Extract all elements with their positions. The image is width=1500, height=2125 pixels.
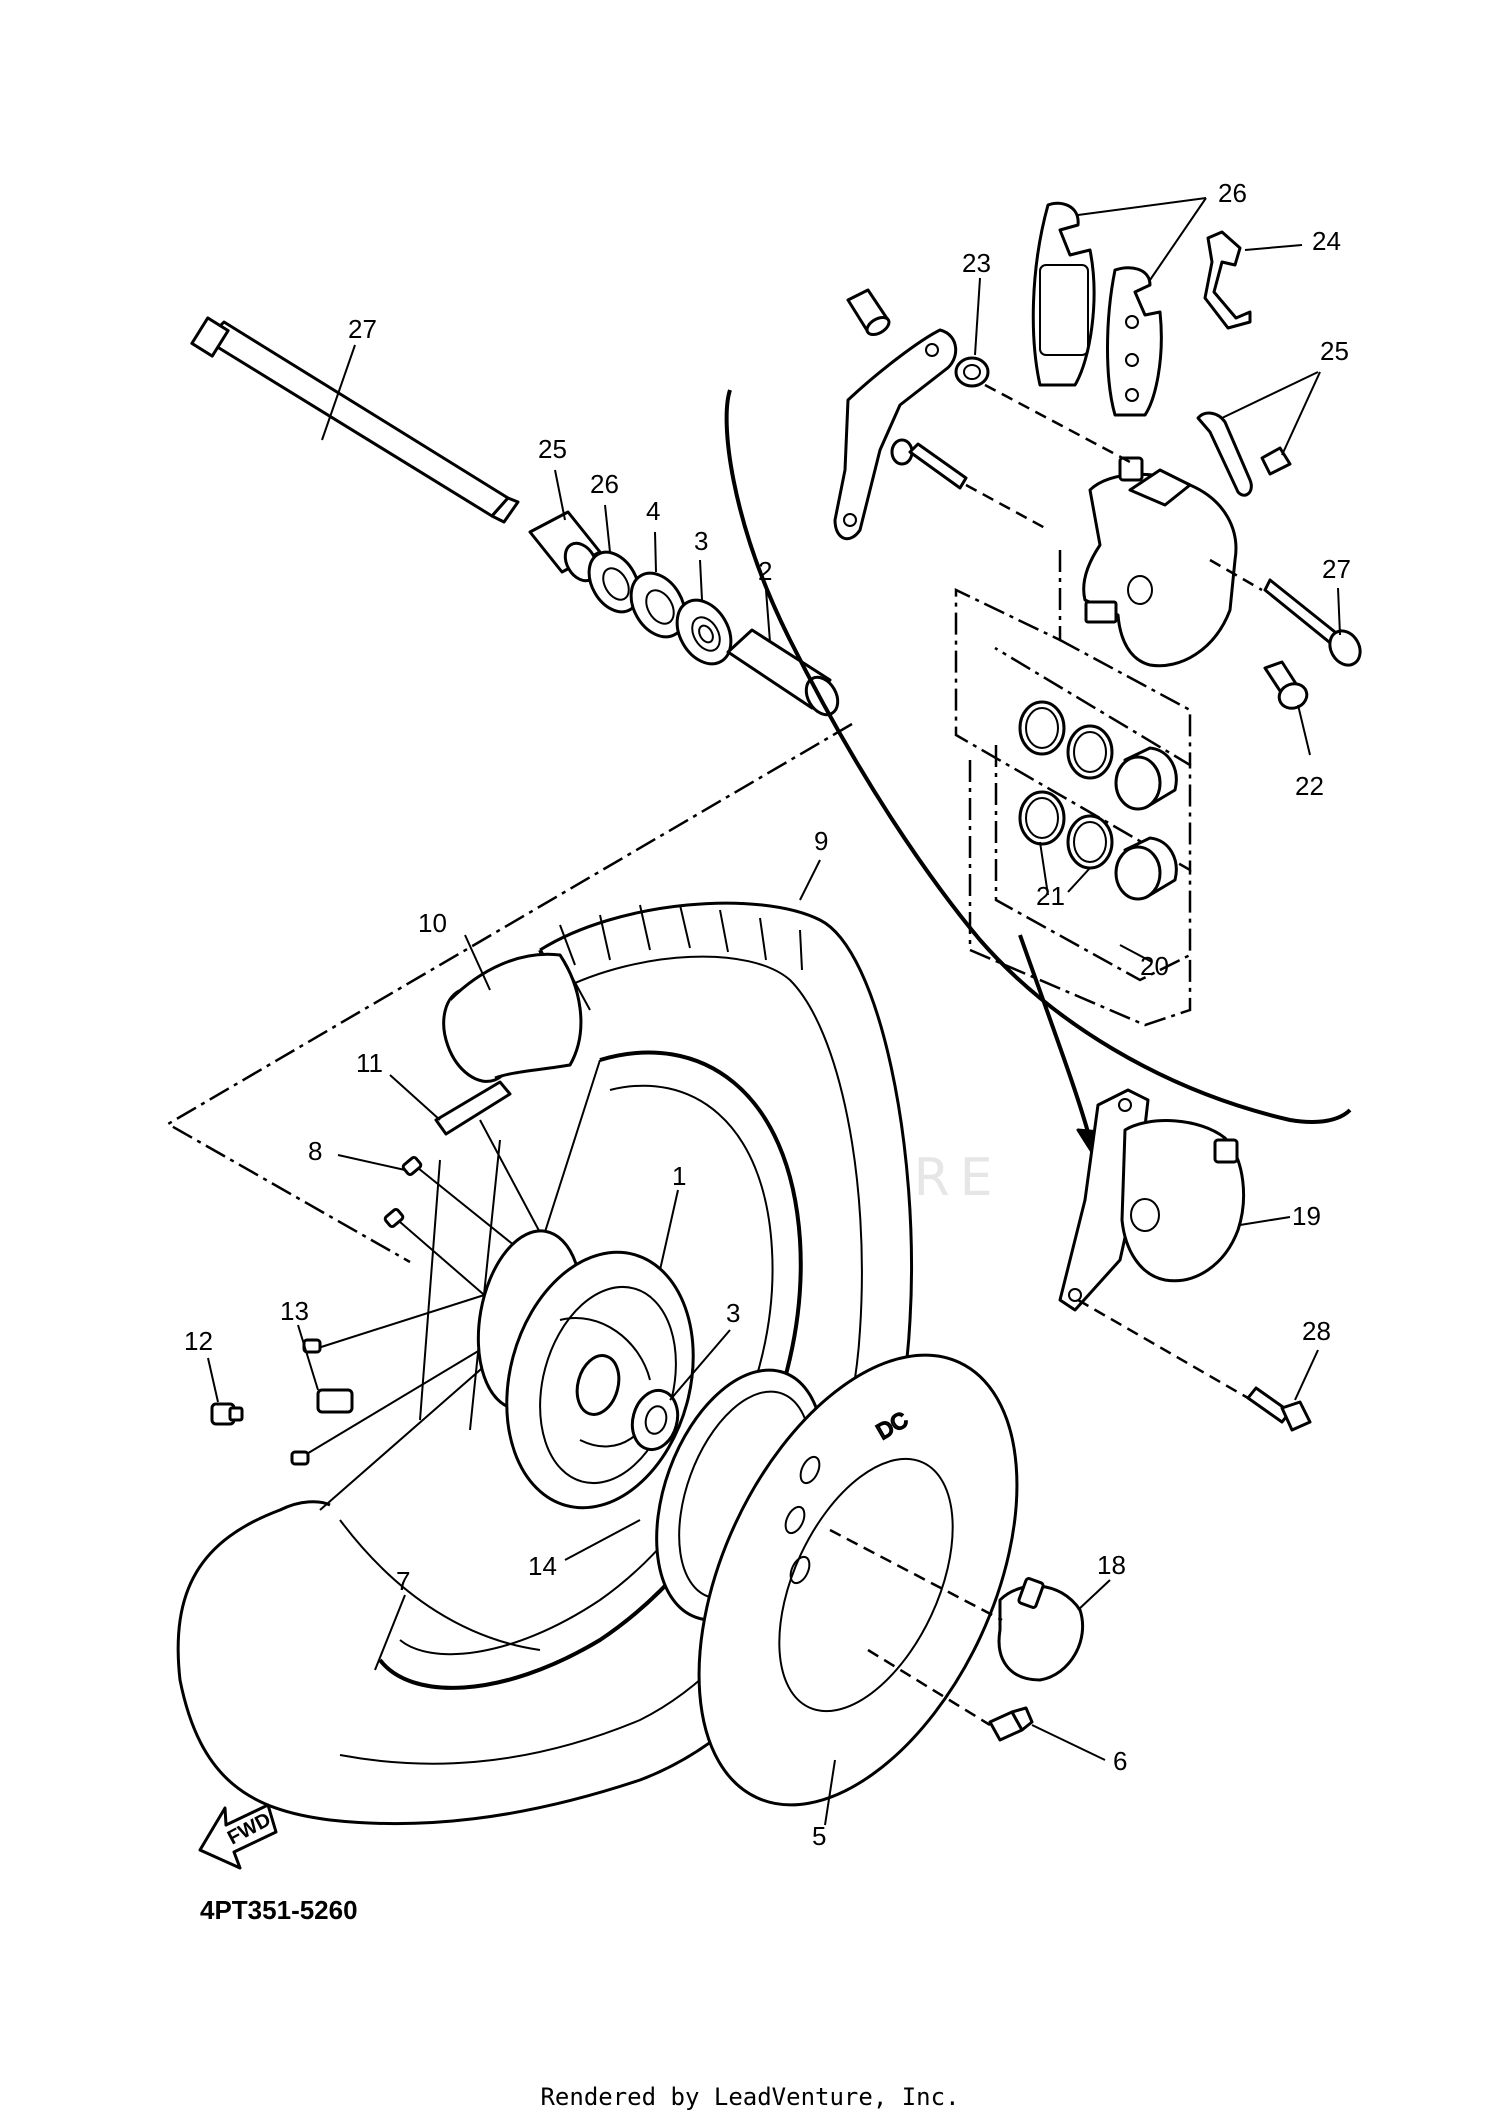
bolt-line: [867, 1648, 991, 1727]
callout-2: 2: [758, 556, 772, 586]
bolt-line-27: [1209, 558, 1263, 592]
callout-10: 10: [418, 908, 447, 938]
callout-labels: 27 25 26 4 3 2 9 10 11 8 1 13 12 3 14 7 …: [184, 178, 1351, 1851]
piston-2: [1114, 836, 1178, 901]
callout-12: 12: [184, 1326, 213, 1356]
caliper-bolt: [1263, 578, 1362, 667]
bolt-line-28: [1077, 1298, 1249, 1400]
callout-28: 28: [1302, 1316, 1331, 1346]
callout-9: 9: [814, 826, 828, 856]
direction-arrow: [1018, 934, 1092, 1141]
callout-4: 4: [646, 496, 660, 526]
forward-direction-arrow: FWD: [198, 1803, 278, 1870]
callout-27: 27: [1322, 554, 1351, 584]
valve: [434, 1080, 512, 1136]
callout-6: 6: [1113, 1746, 1127, 1776]
callout-25: 25: [1320, 336, 1349, 366]
footer-credit: Rendered by LeadVenture, Inc.: [540, 2083, 960, 2111]
tube: [442, 952, 591, 1083]
boot: [954, 356, 990, 388]
callout-3-lower: 3: [726, 1298, 740, 1328]
callout-21: 21: [1036, 881, 1065, 911]
assembly-line: [165, 722, 853, 1264]
meter-gear-unit: [997, 1577, 1085, 1682]
pad-spring: [1203, 230, 1252, 330]
pin-line: [965, 483, 1046, 530]
piston-1: [1114, 746, 1178, 811]
callout-8: 8: [308, 1136, 322, 1166]
axle: [190, 316, 520, 524]
callout-14: 14: [528, 1551, 557, 1581]
disc-bolt: [988, 1706, 1034, 1742]
seal-kit-box: [954, 550, 1192, 1027]
caliper-bracket: [833, 328, 958, 541]
callout-26: 26: [1218, 178, 1247, 208]
bearing-3-lower: [630, 1388, 680, 1452]
callout-1: 1: [672, 1161, 686, 1191]
callout-22: 22: [1295, 771, 1324, 801]
callout-15: 25: [538, 434, 567, 464]
brake-pad-outer: [1106, 266, 1163, 417]
callout-23: 23: [962, 248, 991, 278]
leader-lines: [207, 197, 1341, 1826]
pin-bolt: [890, 438, 968, 490]
caliper-upper: [1082, 456, 1238, 668]
callout-19: 19: [1292, 1201, 1321, 1231]
bearing-4: [629, 571, 687, 639]
bleed-screw: [1263, 660, 1309, 710]
callout-16: 26: [590, 469, 619, 499]
callout-17: 27: [348, 314, 377, 344]
callout-13: 13: [280, 1296, 309, 1326]
boot-line: [984, 383, 1131, 464]
fork-outline: [724, 389, 1352, 1124]
bushing: [846, 288, 891, 337]
callout-24: 24: [1312, 226, 1341, 256]
callout-3-upper: 3: [694, 526, 708, 556]
callout-18: 18: [1097, 1550, 1126, 1580]
piston-seal-3: [1018, 790, 1066, 846]
diagram-code: 4PT351-5260: [200, 1895, 358, 1925]
caliper-mount-bolt: [1246, 1386, 1312, 1432]
bearing-3-upper: [675, 598, 733, 666]
gear-line: [829, 1528, 1003, 1622]
brake-pad-inner: [1031, 201, 1096, 387]
nipple: [210, 1402, 244, 1426]
callout-20: 20: [1140, 951, 1169, 981]
oil-seal: [587, 550, 641, 614]
callout-7: 7: [396, 1566, 410, 1596]
piston-seal-2: [1066, 724, 1114, 780]
piston-seal-4: [1066, 814, 1114, 870]
pad-clip: [1196, 411, 1292, 497]
callout-11: 11: [356, 1048, 383, 1078]
callout-5: 5: [812, 1821, 826, 1851]
piston-seal-1: [1018, 700, 1066, 756]
caliper-assembly: [1058, 1088, 1246, 1312]
